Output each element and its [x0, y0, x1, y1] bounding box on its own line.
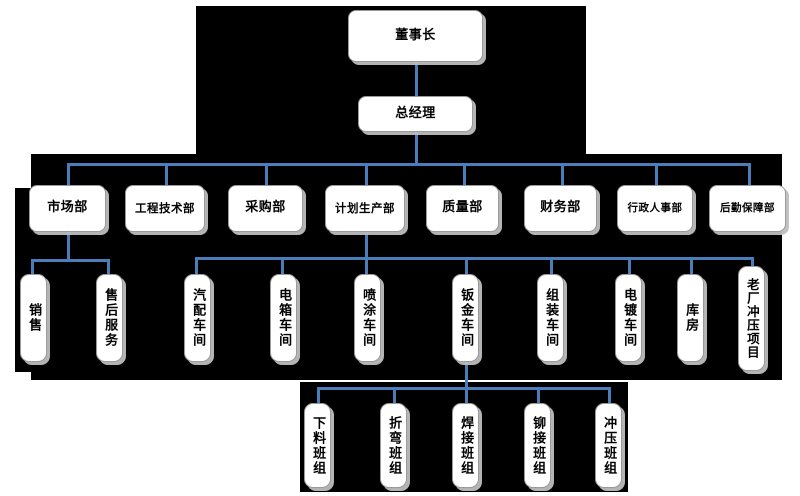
node-department-finance-label: 财务部 — [540, 200, 581, 216]
node-unit-after-sales-service[interactable]: 售后服务 — [96, 274, 123, 362]
node-unit-sales-label: 销售 — [26, 303, 42, 333]
connector-drop-dept-7 — [655, 163, 658, 185]
node-department-logistics-label: 后勤保障部 — [720, 201, 775, 214]
node-chairman[interactable]: 董事长 — [348, 10, 483, 62]
node-workshop-electrical-box[interactable]: 电箱车间 — [270, 274, 297, 362]
node-team-stamping[interactable]: 冲压班组 — [595, 403, 622, 488]
connector-drop-prod-1 — [195, 257, 198, 275]
connector-department-bus — [68, 163, 750, 166]
connector-drop-market-1 — [31, 259, 34, 275]
connector-drop-team-5 — [608, 387, 611, 403]
connector-drop-team-4 — [537, 387, 540, 403]
node-department-quality[interactable]: 质量部 — [426, 185, 499, 232]
node-workshop-electroplating-label: 电镀车间 — [621, 288, 637, 348]
node-department-quality-label: 质量部 — [442, 200, 483, 216]
node-general-manager-label: 总经理 — [395, 105, 436, 121]
node-general-manager[interactable]: 总经理 — [358, 96, 473, 132]
connector-drop-dept-3 — [265, 163, 268, 185]
node-department-admin-hr[interactable]: 行政人事部 — [617, 185, 693, 232]
connector-drop-team-2 — [393, 387, 396, 403]
node-team-riveting[interactable]: 铆接班组 — [524, 403, 551, 488]
connector-production-feed — [365, 232, 368, 258]
node-unit-after-sales-service-label: 售后服务 — [102, 288, 118, 348]
connector-drop-prod-6 — [628, 257, 631, 275]
connector-drop-dept-5 — [463, 163, 466, 185]
node-team-welding-label: 焊接班组 — [458, 415, 474, 476]
connector-drop-prod-4 — [465, 257, 468, 275]
node-workshop-sheet-metal-label: 钣金车间 — [458, 288, 474, 348]
node-workshop-painting-label: 喷涂车间 — [360, 288, 376, 348]
node-department-production-planning[interactable]: 计划生产部 — [325, 185, 405, 232]
node-chairman-label: 董事长 — [395, 27, 436, 43]
connector-production-bus — [195, 257, 753, 260]
node-workshop-sheet-metal[interactable]: 钣金车间 — [452, 274, 479, 362]
node-workshop-auto-parts[interactable]: 汽配车间 — [184, 274, 211, 362]
node-team-welding[interactable]: 焊接班组 — [452, 403, 479, 488]
connector-drop-dept-8 — [748, 163, 751, 185]
connector-market-feed — [67, 232, 70, 260]
node-team-blanking-label: 下料班组 — [310, 415, 326, 476]
node-department-purchasing[interactable]: 采购部 — [228, 185, 303, 232]
node-department-engineering[interactable]: 工程技术部 — [125, 185, 205, 232]
node-workshop-painting[interactable]: 喷涂车间 — [354, 274, 381, 362]
node-department-finance[interactable]: 财务部 — [524, 185, 597, 232]
node-warehouse[interactable]: 库房 — [677, 274, 704, 362]
node-department-purchasing-label: 采购部 — [245, 200, 286, 216]
connector-sheetmetal-feed — [465, 362, 468, 389]
node-workshop-electroplating[interactable]: 电镀车间 — [615, 274, 642, 362]
connector-gm-to-bus — [415, 132, 418, 164]
node-workshop-assembly[interactable]: 组装车间 — [537, 274, 564, 362]
connector-drop-prod-5 — [550, 257, 553, 275]
connector-drop-prod-2 — [281, 257, 284, 275]
node-workshop-assembly-label: 组装车间 — [543, 288, 559, 348]
node-unit-sales[interactable]: 销售 — [20, 274, 47, 362]
connector-drop-dept-1 — [67, 163, 70, 185]
node-department-logistics[interactable]: 后勤保障部 — [709, 185, 786, 232]
connector-chairman-to-gm — [415, 62, 418, 96]
node-workshop-electrical-box-label: 电箱车间 — [276, 288, 292, 348]
node-department-production-planning-label: 计划生产部 — [335, 201, 395, 216]
node-old-factory-stamping-project-label: 老厂冲压项目 — [744, 278, 760, 359]
node-old-factory-stamping-project[interactable]: 老厂冲压项目 — [738, 266, 765, 371]
node-warehouse-label: 库房 — [683, 303, 699, 333]
node-department-market[interactable]: 市场部 — [29, 185, 106, 232]
node-workshop-auto-parts-label: 汽配车间 — [190, 288, 206, 348]
node-department-engineering-label: 工程技术部 — [135, 201, 195, 216]
connector-drop-market-2 — [107, 259, 110, 275]
connector-drop-dept-2 — [165, 163, 168, 185]
node-team-riveting-label: 铆接班组 — [530, 415, 546, 476]
node-department-market-label: 市场部 — [47, 200, 88, 216]
node-team-bending-label: 折弯班组 — [386, 415, 402, 476]
node-team-stamping-label: 冲压班组 — [601, 415, 617, 476]
connector-drop-prod-7 — [690, 257, 693, 275]
node-team-bending[interactable]: 折弯班组 — [380, 403, 407, 488]
connector-drop-team-3 — [465, 387, 468, 403]
connector-drop-team-1 — [317, 387, 320, 403]
connector-drop-dept-6 — [561, 163, 564, 185]
node-team-blanking[interactable]: 下料班组 — [304, 403, 331, 488]
connector-market-bus — [31, 259, 110, 262]
node-department-admin-hr-label: 行政人事部 — [627, 201, 683, 214]
connector-drop-prod-3 — [365, 257, 368, 275]
connector-team-bus — [317, 387, 611, 390]
connector-drop-dept-4 — [365, 163, 368, 185]
